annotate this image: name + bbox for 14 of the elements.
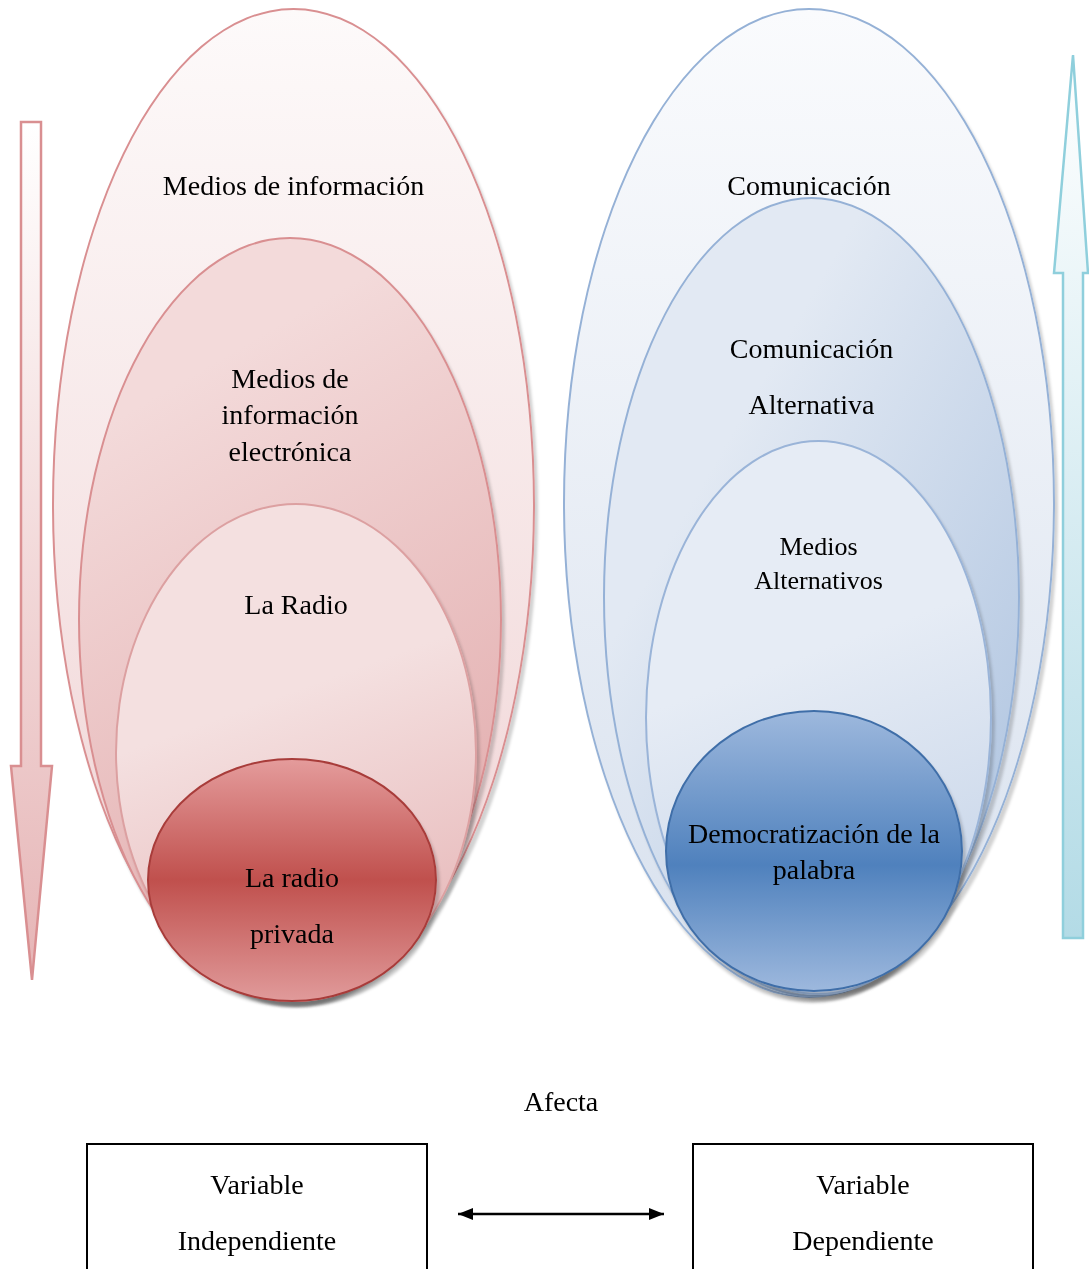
node-label: Democratización de la palabra	[687, 817, 941, 888]
edge-label: Afecta	[522, 1085, 600, 1119]
node-label: Comunicación	[726, 169, 892, 203]
node-label: Medios de información electrónica	[220, 362, 360, 469]
node-label: La Radio	[243, 588, 349, 622]
node-label: Variable Independiente	[176, 1168, 338, 1258]
double-arrow	[458, 1208, 664, 1220]
variable-box	[692, 1143, 1034, 1269]
node-label: Comunicación Alternativa	[728, 332, 895, 422]
node-label: Medios Alternativos	[753, 531, 884, 597]
node-label: Medios de información	[161, 169, 426, 203]
node-label: Variable Dependiente	[791, 1168, 935, 1258]
variable-box	[86, 1143, 428, 1269]
node-label: La radio privada	[243, 861, 341, 951]
